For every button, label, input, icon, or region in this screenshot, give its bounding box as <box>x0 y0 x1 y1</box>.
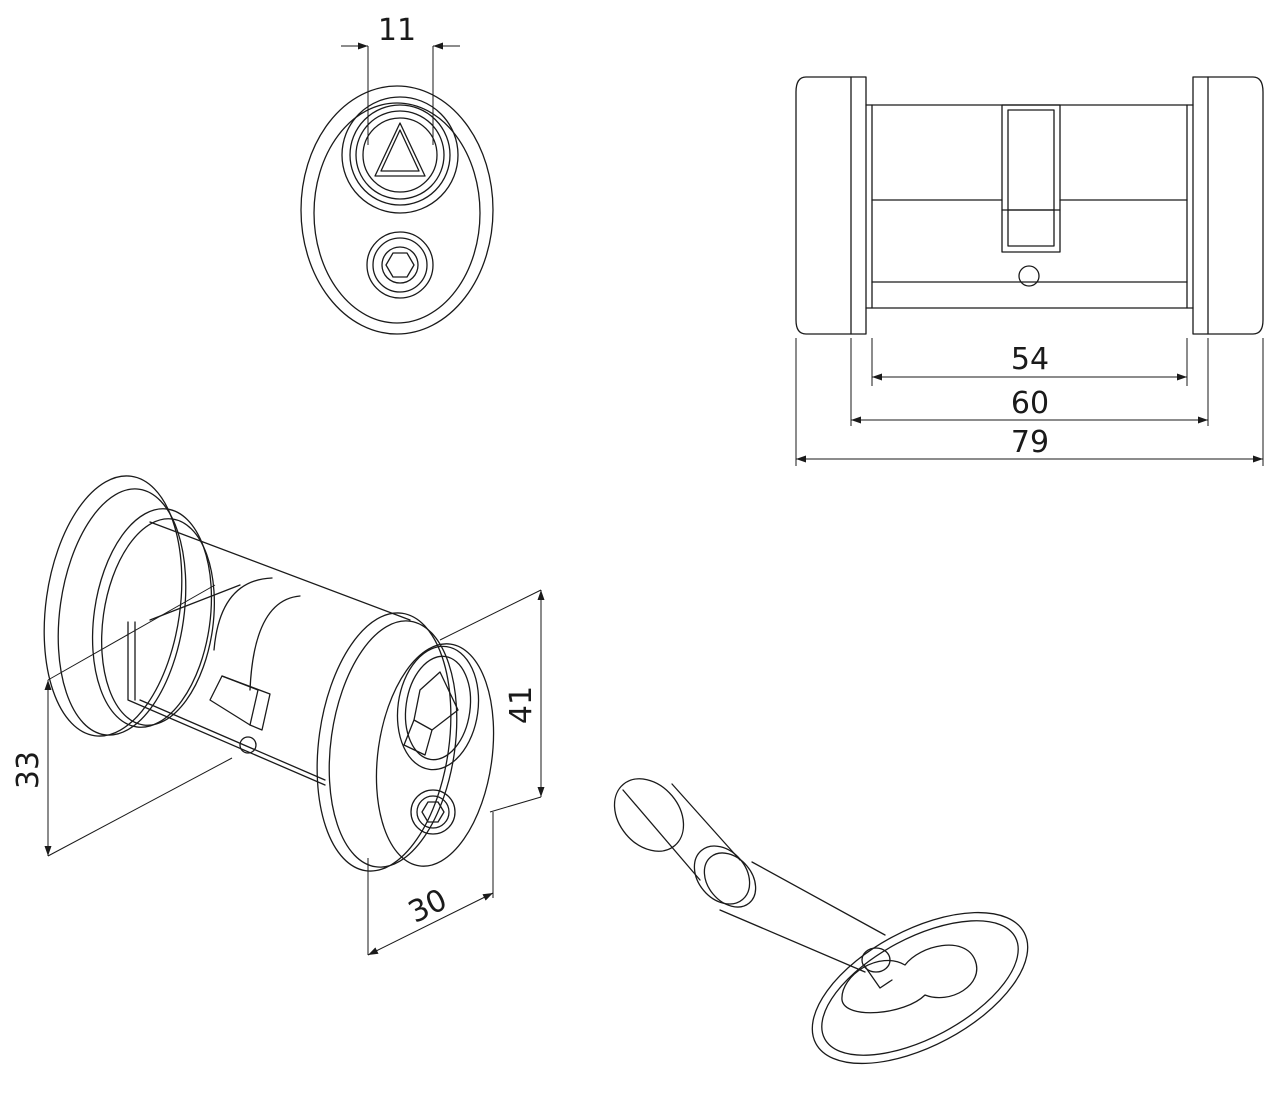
key <box>613 778 1029 1065</box>
dim-label-79: 79 <box>1011 425 1049 460</box>
dim-label-30: 30 <box>403 882 453 930</box>
dim-key-width: 11 <box>341 13 460 145</box>
dim-label-11: 11 <box>378 13 416 48</box>
isometric-view <box>43 475 495 872</box>
dim-side: 54 60 79 <box>795 338 1264 466</box>
side-view <box>795 76 1264 335</box>
dim-iso: 33 41 30 <box>11 584 545 956</box>
dim-label-41: 41 <box>504 686 539 724</box>
dim-label-33: 33 <box>11 751 46 789</box>
dim-label-54: 54 <box>1011 342 1049 377</box>
dim-label-60: 60 <box>1011 386 1049 421</box>
front-view <box>300 85 494 335</box>
